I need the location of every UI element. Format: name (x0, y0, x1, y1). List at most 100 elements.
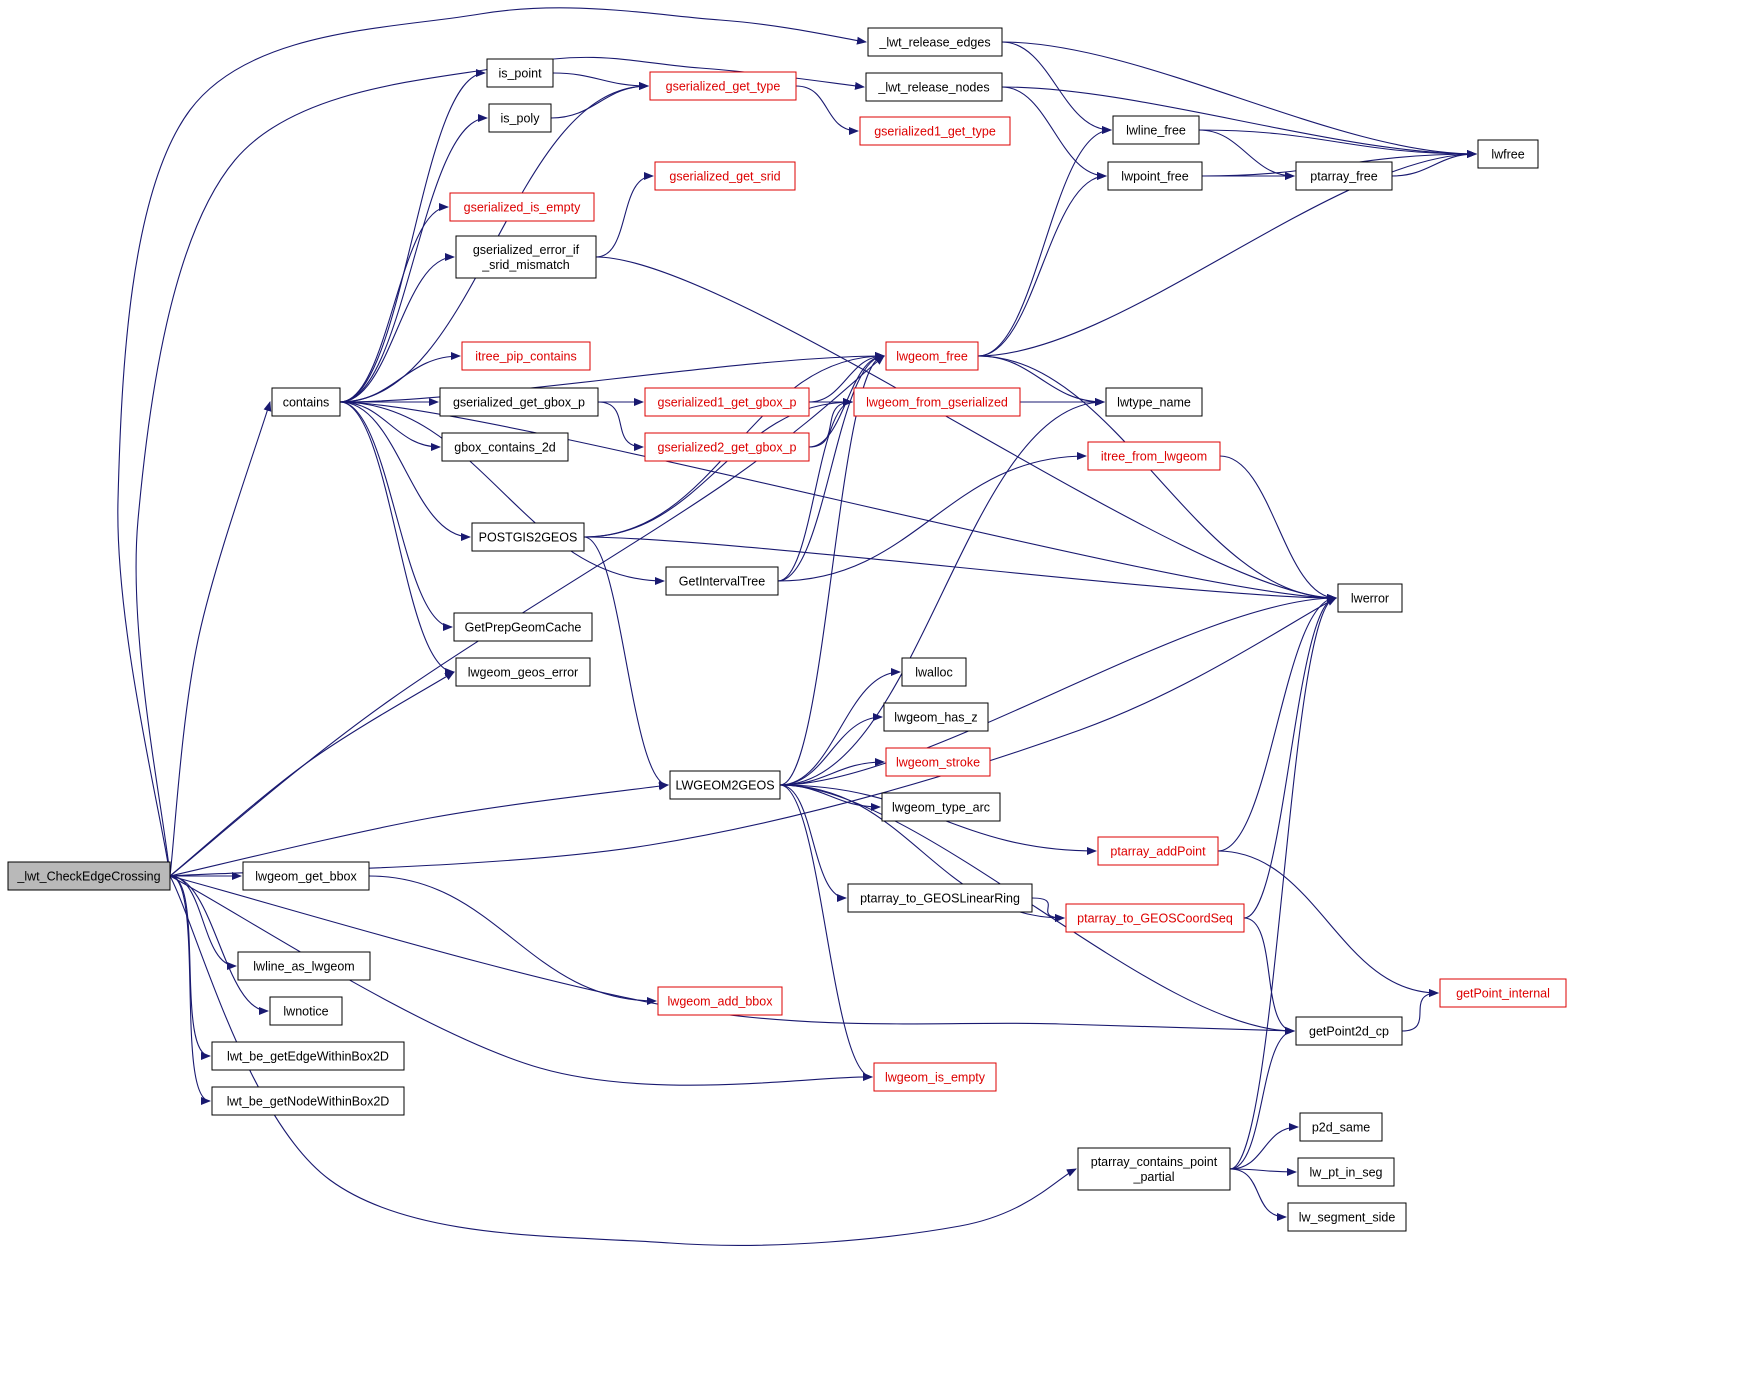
node-box[interactable] (449, 192, 595, 222)
node-LWGEOM2GEOS[interactable]: LWGEOM2GEOS (669, 770, 781, 800)
node-box[interactable] (242, 861, 370, 891)
node-box[interactable] (455, 657, 591, 687)
node-box[interactable] (1299, 1112, 1383, 1142)
node-box[interactable] (657, 986, 783, 1016)
node-box[interactable] (237, 951, 371, 981)
node-itree_pip_contains[interactable]: itree_pip_contains (461, 341, 591, 371)
node-lwline_as_lwgeom[interactable]: lwline_as_lwgeom (237, 951, 371, 981)
node-box[interactable] (441, 432, 569, 462)
node-box[interactable] (271, 387, 341, 417)
node-lw_pt_in_seg[interactable]: lw_pt_in_seg (1297, 1157, 1395, 1187)
node-box[interactable] (1439, 978, 1567, 1008)
node-gserialized2_get_gbox_p[interactable]: gserialized2_get_gbox_p (644, 432, 810, 462)
node-box[interactable] (1287, 1202, 1407, 1232)
node-p2d_same[interactable]: p2d_same (1299, 1112, 1383, 1142)
node-box[interactable] (865, 72, 1003, 102)
node-itree_from_lwgeom[interactable]: itree_from_lwgeom (1087, 441, 1221, 471)
node-lwerror[interactable]: lwerror (1337, 583, 1403, 613)
node-box[interactable] (1077, 1147, 1231, 1191)
node-lwgeom_is_empty[interactable]: lwgeom_is_empty (873, 1062, 997, 1092)
node-gserialized_get_gbox_p[interactable]: gserialized_get_gbox_p (439, 387, 599, 417)
node-box[interactable] (853, 387, 1021, 417)
node-box[interactable] (439, 387, 599, 417)
node-lwalloc[interactable]: lwalloc (901, 657, 967, 687)
node-ptarray_to_GEOSLinearRing[interactable]: ptarray_to_GEOSLinearRing (847, 883, 1033, 913)
node-box[interactable] (486, 58, 554, 88)
node-lwtype_name[interactable]: lwtype_name (1105, 387, 1203, 417)
node-gserialized_get_srid[interactable]: gserialized_get_srid (654, 161, 796, 191)
node-box[interactable] (859, 116, 1011, 146)
node-lwnotice[interactable]: lwnotice (269, 996, 343, 1026)
node-box[interactable] (1105, 387, 1203, 417)
node-box[interactable] (1295, 1016, 1403, 1046)
node-ptarray_to_GEOSCoordSeq[interactable]: ptarray_to_GEOSCoordSeq (1065, 903, 1245, 933)
node-box[interactable] (1112, 115, 1200, 145)
node-contains[interactable]: contains (271, 387, 341, 417)
node-gserialized_error_if_srid_mismatch[interactable]: gserialized_error_if_srid_mismatch (455, 235, 597, 279)
node-lwgeom_from_gserialized[interactable]: lwgeom_from_gserialized (853, 387, 1021, 417)
node-gserialized1_get_gbox_p[interactable]: gserialized1_get_gbox_p (644, 387, 810, 417)
node-lwt_be_getEdgeWithinBox2D[interactable]: lwt_be_getEdgeWithinBox2D (211, 1041, 405, 1071)
node-GetIntervalTree[interactable]: GetIntervalTree (665, 566, 779, 596)
node-box[interactable] (654, 161, 796, 191)
node-lwgeom_add_bbox[interactable]: lwgeom_add_bbox (657, 986, 783, 1016)
node-lwline_free[interactable]: lwline_free (1112, 115, 1200, 145)
node-box[interactable] (873, 1062, 997, 1092)
node-POSTGIS2GEOS[interactable]: POSTGIS2GEOS (471, 522, 585, 552)
node-gserialized1_get_type[interactable]: gserialized1_get_type (859, 116, 1011, 146)
node-lwgeom_free[interactable]: lwgeom_free (885, 341, 979, 371)
node-box[interactable] (649, 71, 797, 101)
node-ptarray_contains_point_partial[interactable]: ptarray_contains_point_partial (1077, 1147, 1231, 1191)
node-_lwt_release_edges[interactable]: _lwt_release_edges (867, 27, 1003, 57)
node-ptarray_free[interactable]: ptarray_free (1295, 161, 1393, 191)
node-lwt_be_getNodeWithinBox2D[interactable]: lwt_be_getNodeWithinBox2D (211, 1086, 405, 1116)
node-lwgeom_geos_error[interactable]: lwgeom_geos_error (455, 657, 591, 687)
node-box[interactable] (471, 522, 585, 552)
node-box[interactable] (211, 1086, 405, 1116)
node-getPoint_internal[interactable]: getPoint_internal (1439, 978, 1567, 1008)
node-GetPrepGeomCache[interactable]: GetPrepGeomCache (453, 612, 593, 642)
node-box[interactable] (1087, 441, 1221, 471)
node-box[interactable] (1107, 161, 1203, 191)
node-box[interactable] (211, 1041, 405, 1071)
node-getPoint2d_cp[interactable]: getPoint2d_cp (1295, 1016, 1403, 1046)
node-lwfree[interactable]: lwfree (1477, 139, 1539, 169)
node-box[interactable] (885, 747, 991, 777)
node-gbox_contains_2d[interactable]: gbox_contains_2d (441, 432, 569, 462)
node-box[interactable] (488, 103, 552, 133)
node-lwpoint_free[interactable]: lwpoint_free (1107, 161, 1203, 191)
node-gserialized_is_empty[interactable]: gserialized_is_empty (449, 192, 595, 222)
node-is_point[interactable]: is_point (486, 58, 554, 88)
node-lwgeom_type_arc[interactable]: lwgeom_type_arc (881, 792, 1001, 822)
node-is_poly[interactable]: is_poly (488, 103, 552, 133)
node-box[interactable] (867, 27, 1003, 57)
node-box[interactable] (461, 341, 591, 371)
node-box[interactable] (644, 432, 810, 462)
node-box[interactable] (453, 612, 593, 642)
node-gserialized_get_type[interactable]: gserialized_get_type (649, 71, 797, 101)
node-box[interactable] (455, 235, 597, 279)
node-box[interactable] (665, 566, 779, 596)
node-lwgeom_stroke[interactable]: lwgeom_stroke (885, 747, 991, 777)
node-lwgeom_get_bbox[interactable]: lwgeom_get_bbox (242, 861, 370, 891)
node-label: _lwt_release_nodes (877, 81, 989, 95)
node-_lwt_release_nodes[interactable]: _lwt_release_nodes (865, 72, 1003, 102)
node-box[interactable] (269, 996, 343, 1026)
node-box[interactable] (1337, 583, 1403, 613)
node-ptarray_addPoint[interactable]: ptarray_addPoint (1097, 836, 1219, 866)
node-box[interactable] (1065, 903, 1245, 933)
node-box[interactable] (885, 341, 979, 371)
node-box[interactable] (881, 792, 1001, 822)
node-box[interactable] (1297, 1157, 1395, 1187)
node-lwgeom_has_z[interactable]: lwgeom_has_z (883, 702, 989, 732)
node-box[interactable] (847, 883, 1033, 913)
node-box[interactable] (1097, 836, 1219, 866)
node-lw_segment_side[interactable]: lw_segment_side (1287, 1202, 1407, 1232)
edge-gserialized2_get_gbox_p--lwgeom_from_gserialized (808, 398, 853, 448)
node-box[interactable] (669, 770, 781, 800)
node-box[interactable] (1477, 139, 1539, 169)
node-box[interactable] (1295, 161, 1393, 191)
node-box[interactable] (883, 702, 989, 732)
node-box[interactable] (901, 657, 967, 687)
node-box[interactable] (644, 387, 810, 417)
